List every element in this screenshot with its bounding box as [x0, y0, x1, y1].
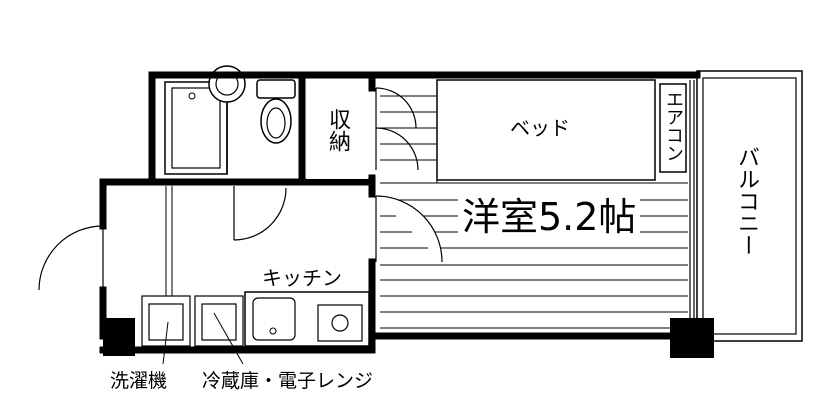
storage-label: 収納 — [325, 108, 350, 152]
entry-partition — [165, 186, 173, 296]
room-label: 洋室5.2帖 — [458, 198, 641, 236]
bathroom — [164, 65, 246, 175]
balcony-label: バルコニー — [734, 146, 759, 256]
appliances-label: 冷蔵庫・電子レンジ — [202, 370, 374, 392]
aircon-label: エアコン — [663, 90, 684, 162]
air-conditioner — [659, 83, 687, 173]
wall-columns — [103, 318, 714, 358]
kitchen-counter — [244, 291, 370, 347]
balcony-window — [689, 80, 695, 326]
leader-lines — [162, 312, 244, 365]
walls — [99, 71, 701, 354]
balcony — [696, 70, 803, 342]
washbasin — [208, 65, 246, 103]
washer-label: 洗濯機 — [110, 370, 168, 392]
doors — [38, 87, 443, 291]
bed-label: ベッド — [510, 116, 570, 140]
storage-closet — [306, 79, 368, 179]
toilet — [256, 79, 296, 144]
kitchen-label: キッチン — [262, 266, 342, 290]
washer-space — [141, 295, 244, 347]
bed — [436, 79, 656, 181]
